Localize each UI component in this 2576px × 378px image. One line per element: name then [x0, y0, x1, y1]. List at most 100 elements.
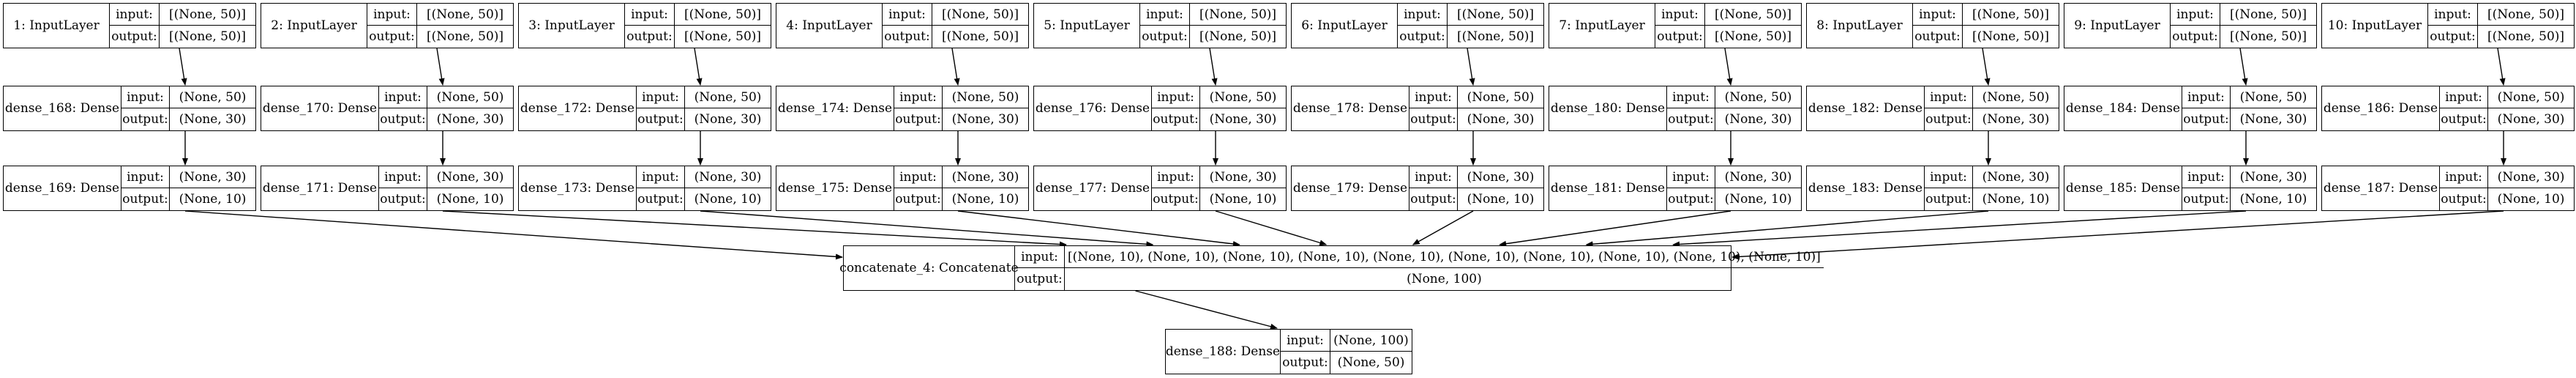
input-label: input: — [1015, 246, 1065, 268]
output-shape: (None, 10) — [2239, 192, 2307, 207]
input-label: input: — [894, 166, 943, 188]
output-shape: (None, 30) — [1724, 112, 1792, 127]
output-shape: [(None, 50)] — [168, 29, 247, 44]
input-shape: (None, 30) — [2231, 166, 2316, 188]
output-shape: [(None, 50)] — [2229, 29, 2307, 44]
layer-name: 1: InputLayer — [4, 4, 110, 48]
output-shape: [(None, 50)] — [684, 29, 762, 44]
input-label: input: — [1667, 166, 1715, 188]
output-label: output: — [367, 26, 417, 48]
input-shape: (None, 50) — [685, 86, 771, 108]
input-label: input: — [1140, 4, 1190, 26]
output-label: output: — [1667, 108, 1715, 130]
layer-name: dense_177: Dense — [1034, 166, 1152, 210]
output-label: output: — [637, 188, 685, 210]
output-shape: (None, 30) — [2497, 112, 2565, 127]
layer-name: dense_172: Dense — [519, 86, 637, 130]
input-shape: (None, 30) — [943, 166, 1028, 188]
output-label: output: — [894, 108, 943, 130]
layer-name: dense_186: Dense — [2322, 86, 2440, 130]
input-shape: (None, 50) — [1715, 86, 1801, 108]
layer-name: dense_187: Dense — [2322, 166, 2440, 210]
layer-name: dense_180: Dense — [1549, 86, 1667, 130]
input-shape: (None, 50) — [1973, 86, 2059, 108]
output-shape: (None, 30) — [179, 112, 247, 127]
input-label: input: — [1409, 86, 1458, 108]
output-shape: (None, 10) — [2497, 192, 2565, 207]
output-shape: (None, 10) — [1467, 192, 1535, 207]
input-label: input: — [367, 4, 417, 26]
input-label: input: — [2182, 86, 2231, 108]
input-label: input: — [625, 4, 675, 26]
output-label: output: — [1152, 188, 1200, 210]
edge-to-concat-5 — [1215, 210, 1328, 246]
output-shape: [(None, 50)] — [1972, 29, 2050, 44]
edge-to-concat-8 — [1585, 210, 1989, 248]
input-shape: [(None, 50)] — [2478, 4, 2574, 26]
input-label: input: — [121, 86, 170, 108]
layer-name: 7: InputLayer — [1549, 4, 1655, 48]
input-shape: (None, 50) — [2488, 86, 2574, 108]
output-shape: (None, 30) — [1467, 112, 1535, 127]
output-shape: (None, 10) — [1209, 192, 1277, 207]
output-label: output: — [110, 26, 160, 48]
edge-to-concat-1 — [184, 210, 843, 260]
input-shape: (None, 50) — [2231, 86, 2316, 108]
layer-name: 3: InputLayer — [519, 4, 625, 48]
layer-name: dense_168: Dense — [4, 86, 121, 130]
input-shape: [(None, 50)] — [1448, 4, 1543, 26]
output-shape: (None, 30) — [2239, 112, 2307, 127]
input-label: input: — [894, 86, 943, 108]
input-shape: [(None, 50)] — [932, 4, 1028, 26]
output-label: output: — [2440, 108, 2488, 130]
output-label: output: — [1667, 188, 1715, 210]
input-shape: [(None, 50)] — [160, 4, 255, 26]
output-label: output: — [894, 188, 943, 210]
layer-name: dense_184: Dense — [2064, 86, 2182, 130]
input-shape: [(None, 50)] — [2220, 4, 2316, 26]
output-label: output: — [1409, 188, 1458, 210]
edge-to-concat-9 — [1672, 210, 2247, 248]
output-shape: (None, 100) — [1407, 272, 1482, 286]
input-label: input: — [1655, 4, 1705, 26]
output-label: output: — [1281, 352, 1330, 374]
input-shape: (None, 30) — [170, 166, 255, 188]
layer-name: dense_174: Dense — [776, 86, 894, 130]
output-shape: (None, 30) — [694, 112, 762, 127]
input-label: input: — [883, 4, 932, 26]
layer-name: dense_170: Dense — [261, 86, 379, 130]
edge-col5-row1 — [1209, 48, 1218, 86]
edge-col3-row1 — [694, 48, 703, 86]
edge-to-concat-3 — [700, 210, 1154, 248]
layer-name: dense_171: Dense — [261, 166, 379, 210]
output-label: output: — [1925, 108, 1973, 130]
output-shape: (None, 30) — [951, 112, 1019, 127]
layer-name: dense_175: Dense — [776, 166, 894, 210]
input-shape: (None, 50) — [943, 86, 1028, 108]
output-label: output: — [2440, 188, 2488, 210]
input-shape: (None, 30) — [427, 166, 513, 188]
layer-name: dense_179: Dense — [1292, 166, 1409, 210]
input-label: input: — [379, 166, 427, 188]
input-shape: (None, 50) — [427, 86, 513, 108]
input-label: input: — [2171, 4, 2220, 26]
